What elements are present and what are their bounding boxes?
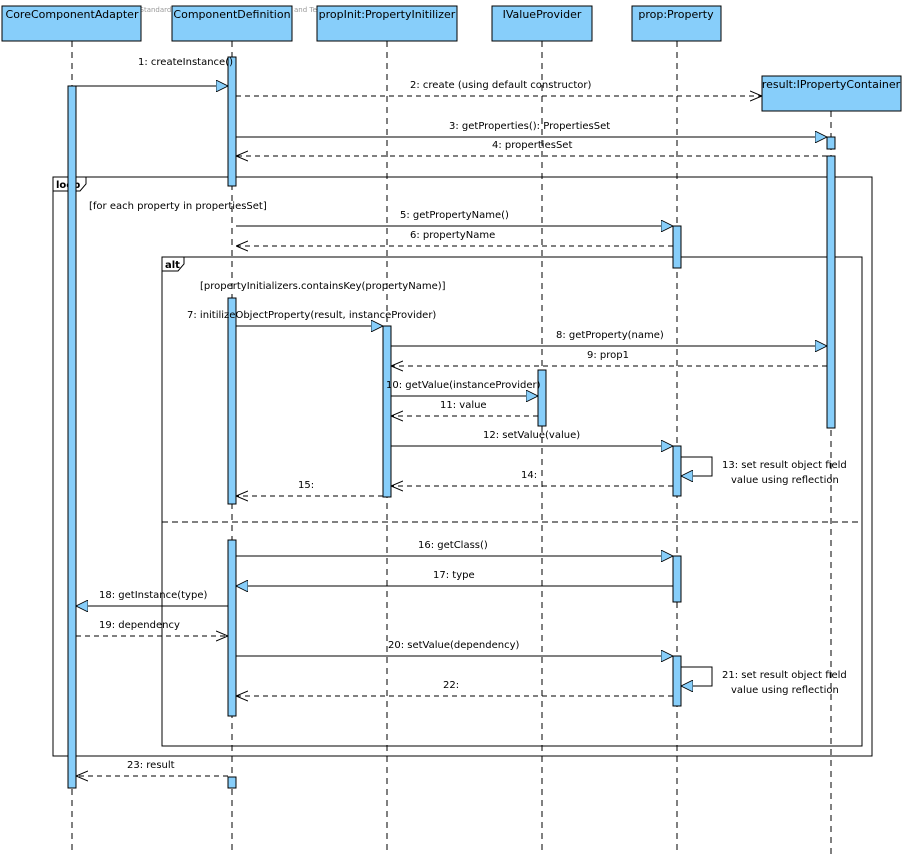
activation-compdef-4 (227, 776, 237, 789)
message-14-label: 14: (521, 470, 537, 481)
message-23-label: 23: result (127, 760, 175, 771)
message-10-label: 10: getValue(instanceProvider) (386, 380, 541, 391)
alt-guard: [propertyInitializers.containsKey(proper… (200, 281, 446, 292)
message-17-label: 17: type (433, 570, 475, 581)
alt-fragment (161, 256, 863, 747)
message-21-self-arrow (681, 666, 713, 686)
lifeline-label: prop:Property (638, 8, 714, 21)
message-12-label: 12: setValue(value) (483, 430, 580, 441)
activation-prop-1 (672, 225, 682, 269)
alt-keyword: alt (165, 260, 180, 271)
lifeline-label: CoreComponentAdapter (6, 8, 139, 21)
activation-compdef-3 (227, 539, 237, 717)
activation-adapter (67, 85, 77, 789)
lifeline-label: ComponentDefinition (173, 8, 290, 21)
message-15-label: 15: (298, 480, 314, 491)
message-7-label: 7: initilizeObjectProperty(result, insta… (187, 310, 436, 321)
message-labels: 1: createInstance() 2: create (using def… (99, 57, 847, 771)
lifeline-adapter[interactable]: CoreComponentAdapter (1, 5, 142, 42)
message-21-label-line1: 21: set result object field (722, 670, 847, 681)
activation-prop-4 (672, 655, 682, 707)
message-19-label: 19: dependency (99, 620, 180, 631)
message-18-label: 18: getInstance(type) (99, 590, 207, 601)
message-2-label: 2: create (using default constructor) (410, 80, 591, 91)
message-13-label-line2: value using reflection (731, 475, 839, 486)
messages (76, 86, 827, 776)
lifeline-ivp[interactable]: IValueProvider (491, 5, 593, 42)
message-1-label: 1: createInstance() (138, 57, 233, 68)
activation-compdef-2 (227, 297, 237, 505)
message-9-label: 9: prop1 (587, 350, 629, 361)
activation-propinit (382, 325, 392, 498)
message-13-self-arrow (681, 456, 713, 476)
message-5-label: 5: getPropertyName() (400, 210, 509, 221)
activation-prop-2 (672, 445, 682, 497)
loop-fragment (52, 176, 873, 757)
activation-result-1 (826, 136, 836, 150)
activation-compdef-1 (227, 56, 237, 187)
activation-prop-3 (672, 555, 682, 603)
activation-ivp (537, 369, 547, 427)
activations (67, 56, 836, 789)
lifeline-prop[interactable]: prop:Property (631, 5, 722, 42)
message-4-label: 4: propertiesSet (492, 140, 572, 151)
message-21-label-line2: value using reflection (731, 685, 839, 696)
lifeline-label: propInit:PropertyInitilizer (319, 8, 456, 21)
activation-result-2 (826, 155, 836, 429)
lifeline-label: result:IPropertyContainer (762, 78, 901, 91)
message-8-label: 8: getProperty(name) (556, 330, 664, 341)
lifeline-headers: CoreComponentAdapter ComponentDefinition… (1, 5, 902, 112)
message-13-label-line1: 13: set result object field (722, 460, 847, 471)
message-6-label: 6: propertyName (410, 230, 495, 241)
lifeline-propinit[interactable]: propInit:PropertyInitilizer (316, 5, 458, 42)
fragments (52, 176, 873, 757)
lifeline-label: IValueProvider (503, 8, 582, 21)
message-11-label: 11: value (440, 400, 487, 411)
message-16-label: 16: getClass() (418, 540, 488, 551)
lifeline-compdef[interactable]: ComponentDefinition (171, 5, 293, 42)
message-20-label: 20: setValue(dependency) (388, 640, 520, 651)
message-22-label: 22: (443, 680, 459, 691)
loop-guard: [for each property in propertiesSet] (89, 201, 267, 212)
lifeline-lines (71, 41, 832, 855)
lifeline-result[interactable]: result:IPropertyContainer (761, 75, 902, 112)
message-3-label: 3: getProperties(): PropertiesSet (449, 121, 610, 132)
